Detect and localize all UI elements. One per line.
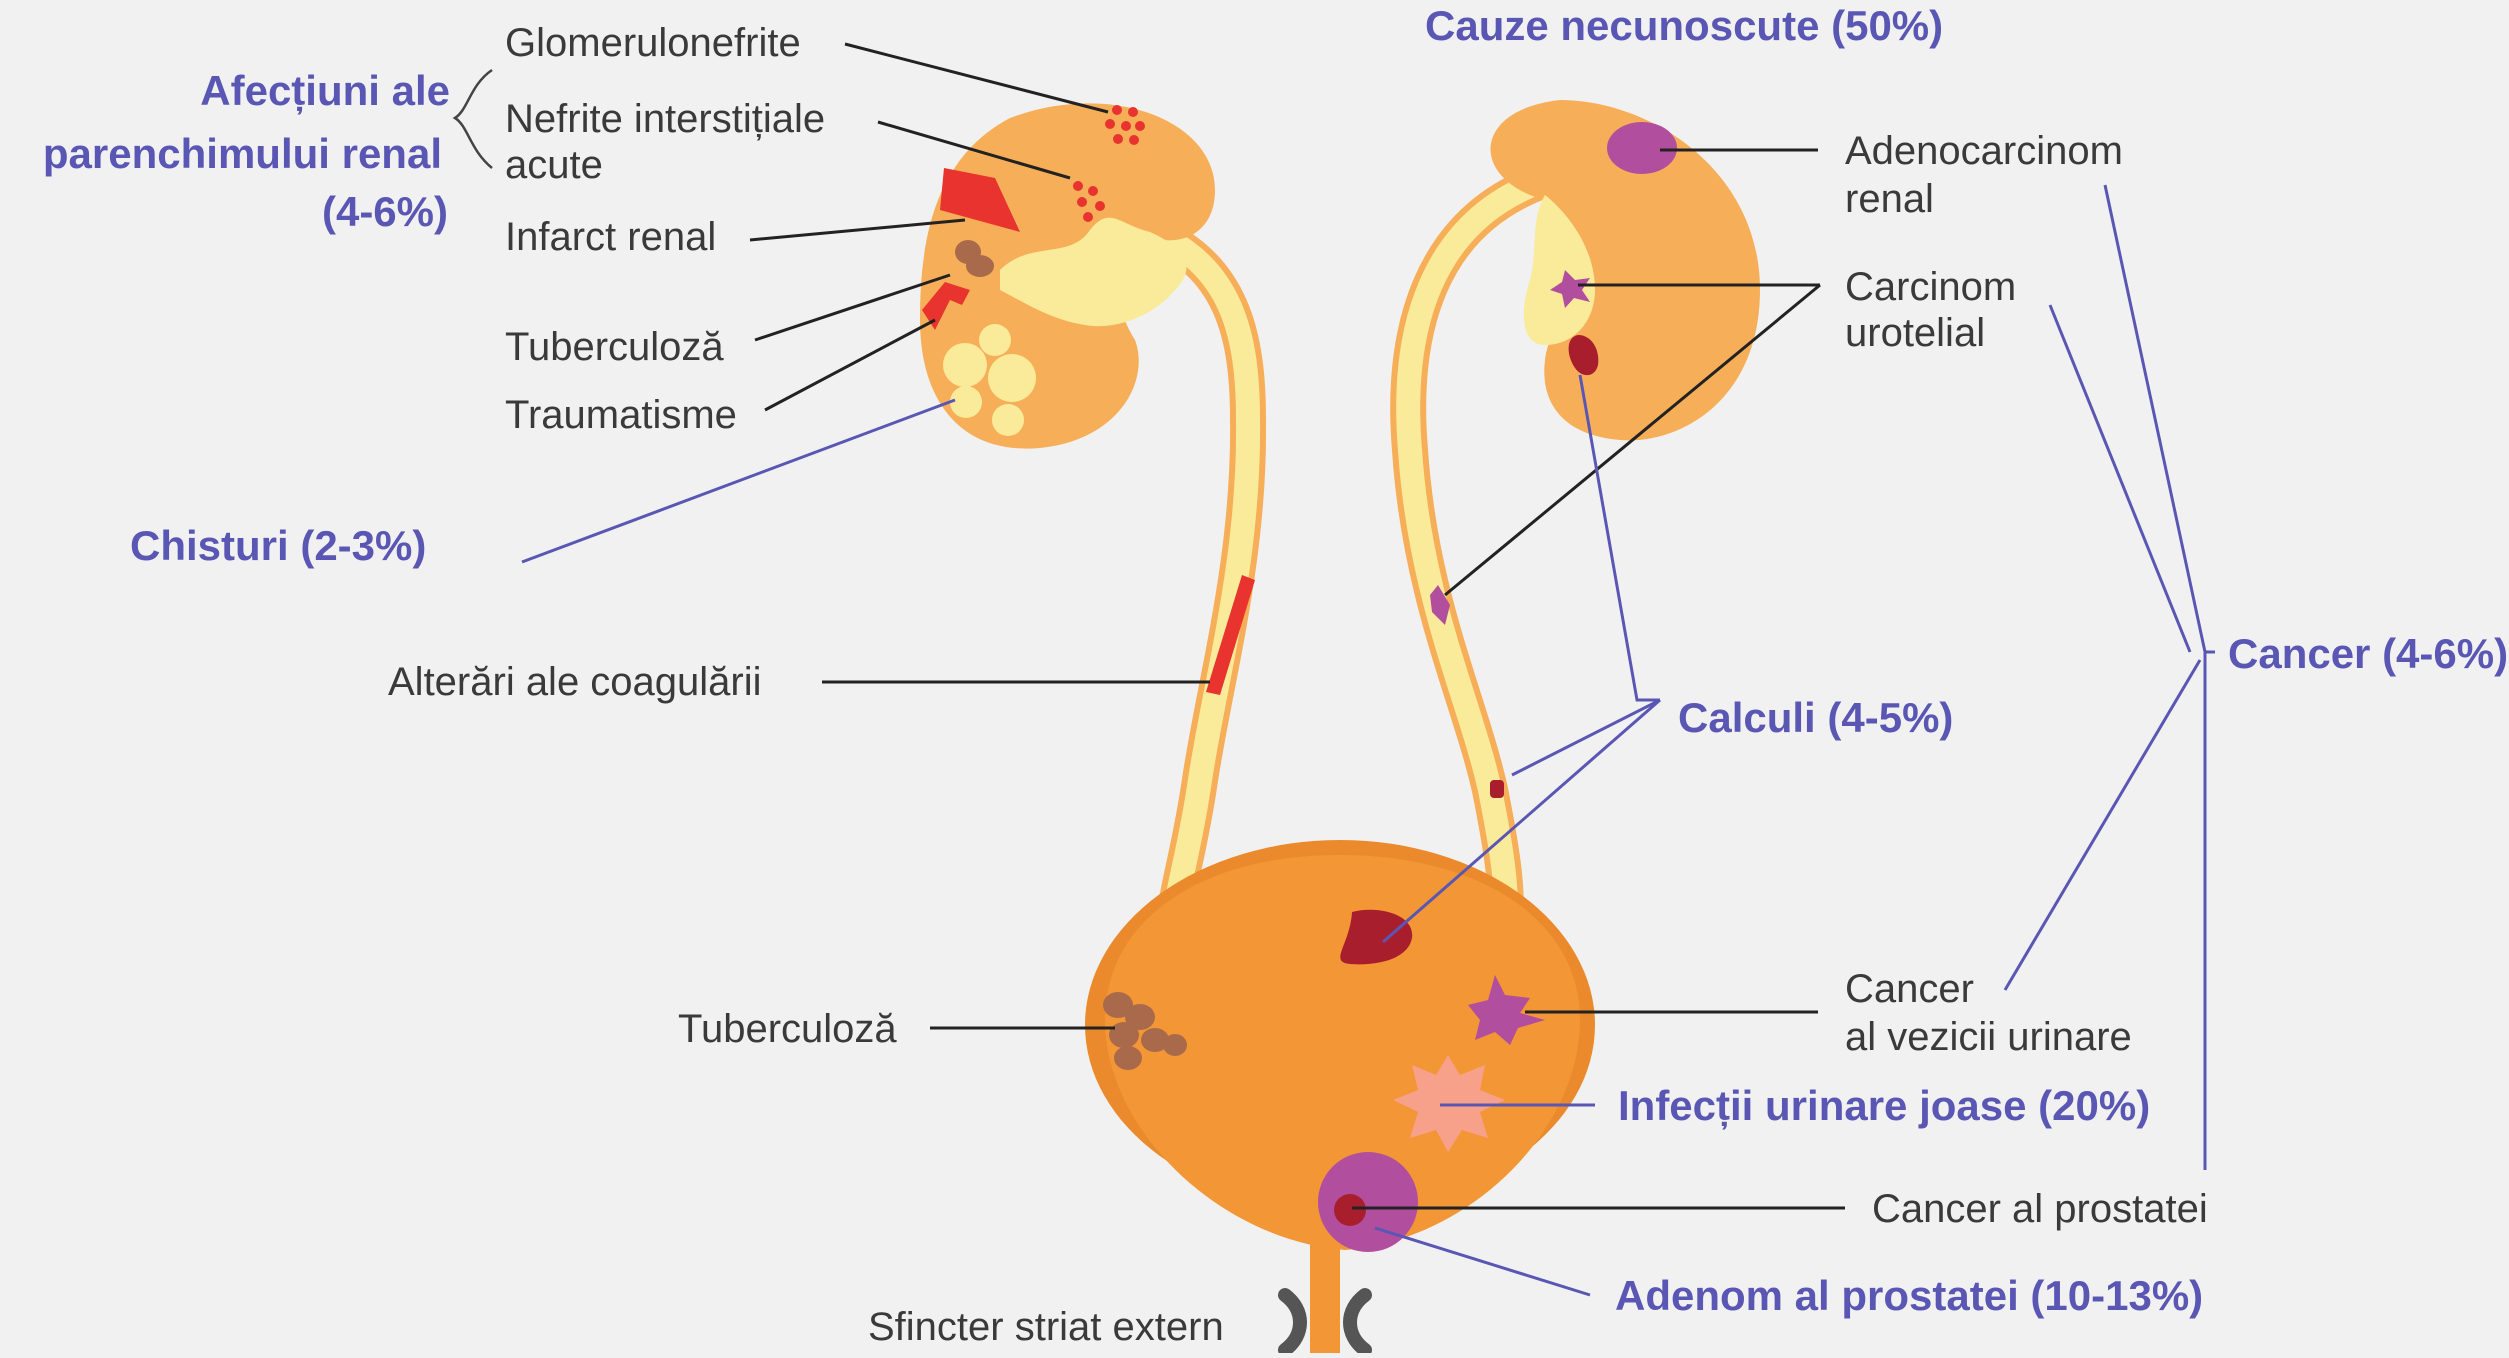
renal-infarct-label: Infarct renal [505,215,716,259]
glomerulonephritis-label: Glomerulonefrite [505,21,801,65]
parenchymal-label-line1: Afecțiuni ale [200,67,450,115]
unknown-causes-label: Cauze necunoscute (50%) [1425,2,1943,49]
urethra [1310,1240,1340,1353]
parenchymal-label-line3: (4-6%) [322,188,448,235]
bladder-cancer-label-line2: al vezicii urinare [1845,1015,2132,1059]
renal-adenocarcinoma-label-line2: renal [1845,177,1934,221]
trauma-label: Traumatisme [505,393,737,437]
lower-uti-label: Infecții urinare joase (20%) [1618,1082,2150,1130]
bladder-tuberculosis-label: Tuberculoză [678,1007,897,1051]
prostate-cancer [1334,1194,1366,1226]
prostate-adenoma-label: Adenom al prostatei (10-13%) [1615,1272,2203,1319]
cysts-label: Chisturi (2-3%) [130,522,426,569]
cancer-group-label: Cancer (4-6%) [2228,630,2508,677]
renal-adenocarcinoma-label-line1: Adenocarcinom [1845,129,2123,173]
bladder-cancer-label-line1: Cancer [1845,967,1974,1011]
renal-adenocarcinoma [1607,122,1677,174]
nephritis-label-line2: acute [505,143,603,187]
ureter-calculus [1490,780,1504,798]
sphincter-icon [1285,1295,1300,1350]
prostate-cancer-label: Cancer al prostatei [1872,1187,2208,1231]
urothelial-carcinoma-label-line2: urotelial [1845,311,1985,355]
urothelial-carcinoma-label-line1: Carcinom [1845,265,2016,309]
calculi-label: Calculi (4-5%) [1678,694,1953,741]
nephritis-label-line1: Nefrite interstițiale [505,97,825,141]
kidney-tuberculosis-label: Tuberculoză [505,325,724,369]
coagulation-label: Alterări ale coagulării [388,660,762,704]
sphincter-label: Sfincter striat extern [868,1305,1224,1349]
parenchymal-label-line2: parenchimului renal [43,130,442,177]
